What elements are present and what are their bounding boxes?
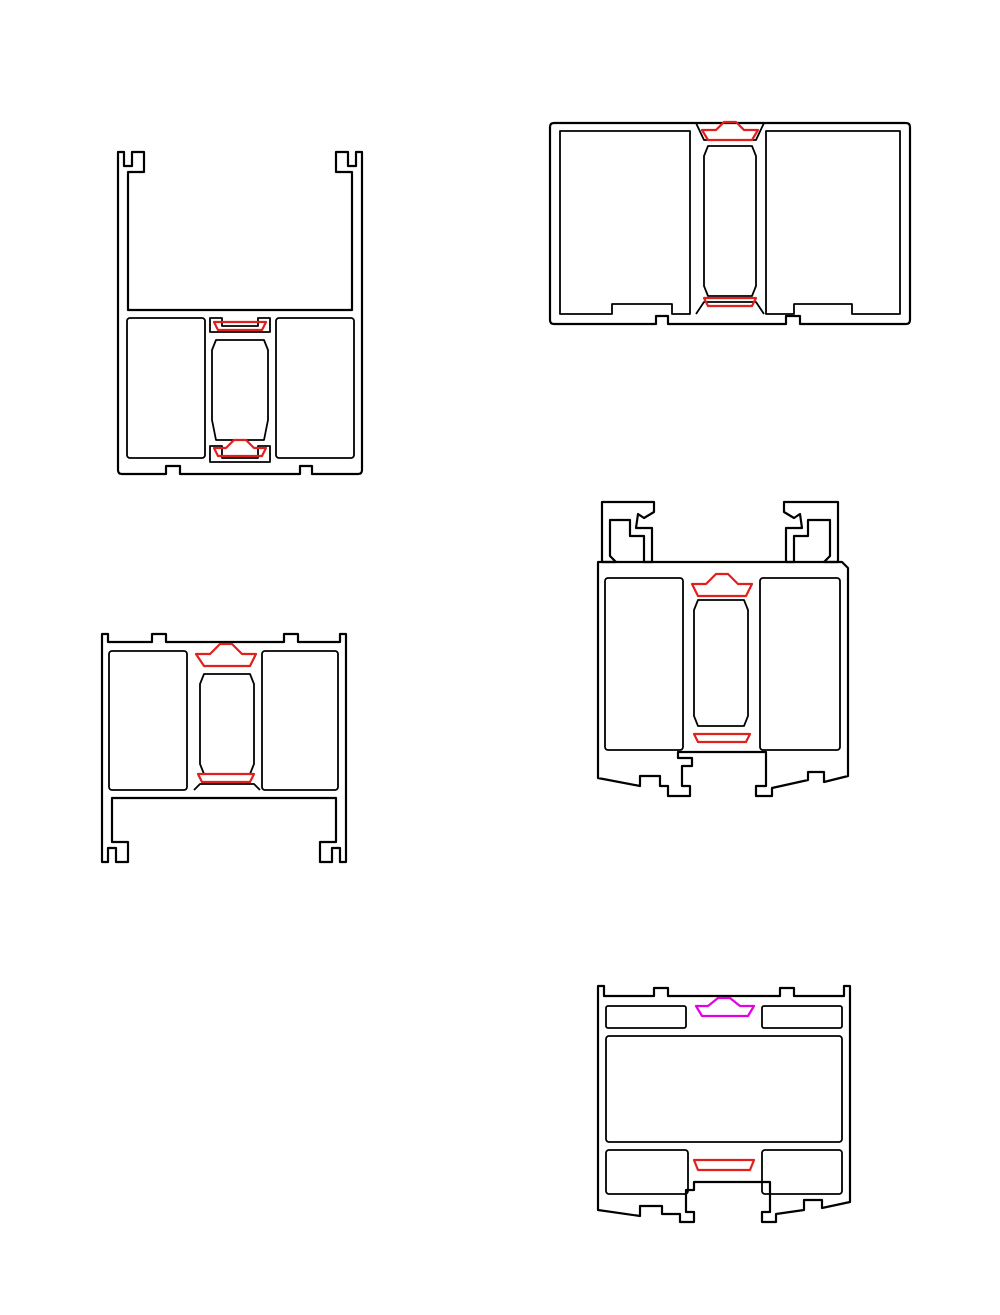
profile-b-chamber-left <box>559 130 691 315</box>
profile-a-pocket-bottom <box>209 445 271 463</box>
profile-d-bead-clip-left <box>600 500 656 564</box>
profile-a-outline <box>116 150 364 476</box>
profile-e-chamber-lower-left <box>605 1149 689 1195</box>
profile-c-chamber-left <box>108 650 188 791</box>
profile-e-thermal-break-top <box>694 996 756 1018</box>
profile-d-chamber-right <box>759 577 841 751</box>
profile-e-chamber-main <box>605 1035 843 1143</box>
profile-e-strip-right <box>761 1005 843 1029</box>
profile-d <box>596 500 850 798</box>
profile-e-thermal-break-bottom <box>692 1158 756 1172</box>
profile-a-chamber-left <box>126 317 206 459</box>
profile-d-thermal-break-bottom <box>692 732 752 744</box>
profile-a-thermal-break-top <box>212 320 268 332</box>
profile-b-outline <box>548 121 912 326</box>
profile-e-strip-left <box>605 1005 687 1029</box>
profile-d-outline <box>596 560 850 798</box>
profile-c <box>100 632 348 864</box>
profile-c-pocket-bottom <box>193 783 261 791</box>
profile-b <box>548 120 912 326</box>
profile-c-chamber-center <box>199 673 255 775</box>
profile-c-chamber-right <box>261 650 339 791</box>
profile-b-pocket-bottom <box>695 301 765 315</box>
profile-d-chamber-center <box>693 599 749 727</box>
profile-c-thermal-break-top <box>194 642 258 668</box>
profile-d-bead-clip-right <box>782 500 840 564</box>
profile-b-thermal-break-top <box>700 120 760 142</box>
profile-e <box>596 984 852 1224</box>
profile-a-thermal-break-bottom <box>212 438 268 458</box>
profile-d-thermal-break-top <box>690 572 754 598</box>
profile-b-chamber-center <box>703 145 757 297</box>
profile-a <box>116 150 364 476</box>
profile-b-chamber-right <box>765 130 901 315</box>
profile-d-chamber-left <box>604 577 684 751</box>
profile-a-chamber-center <box>211 339 269 441</box>
profile-e-chamber-lower-right <box>761 1149 843 1195</box>
profile-c-thermal-break-bottom <box>196 772 256 784</box>
profile-c-outline <box>100 632 348 864</box>
profile-a-pocket-top <box>209 317 271 333</box>
profile-b-thermal-break-bottom <box>702 296 758 308</box>
profile-e-outline <box>596 984 852 1224</box>
profile-a-chamber-right <box>275 317 355 459</box>
